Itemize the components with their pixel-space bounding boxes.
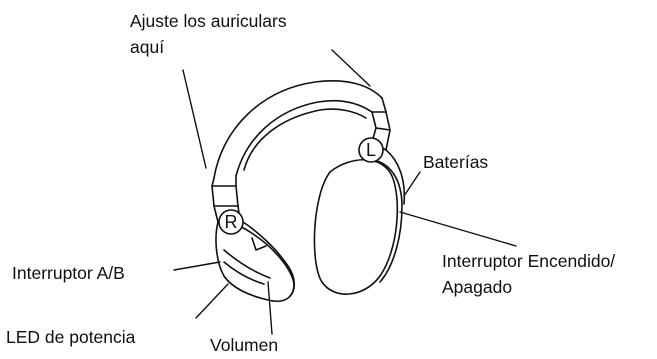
batteries-label: Baterías [423,151,488,173]
left-ear-cup [314,150,404,294]
volume-label: Volumen [210,334,278,356]
power-switch-label-line1: Interruptor Encendido/ [442,250,615,272]
power-switch-label-line2: Apagado [442,276,512,298]
power-led-label: LED de potencia [6,326,135,348]
adjust-label-line2: aquí [130,36,164,58]
adjust-label-line1: Ajuste los auriculars [130,10,287,32]
headband [212,81,386,186]
ab-switch-label: Interruptor A/B [12,262,125,284]
left-marker-label: L [364,139,378,161]
right-marker-label: R [224,211,238,233]
